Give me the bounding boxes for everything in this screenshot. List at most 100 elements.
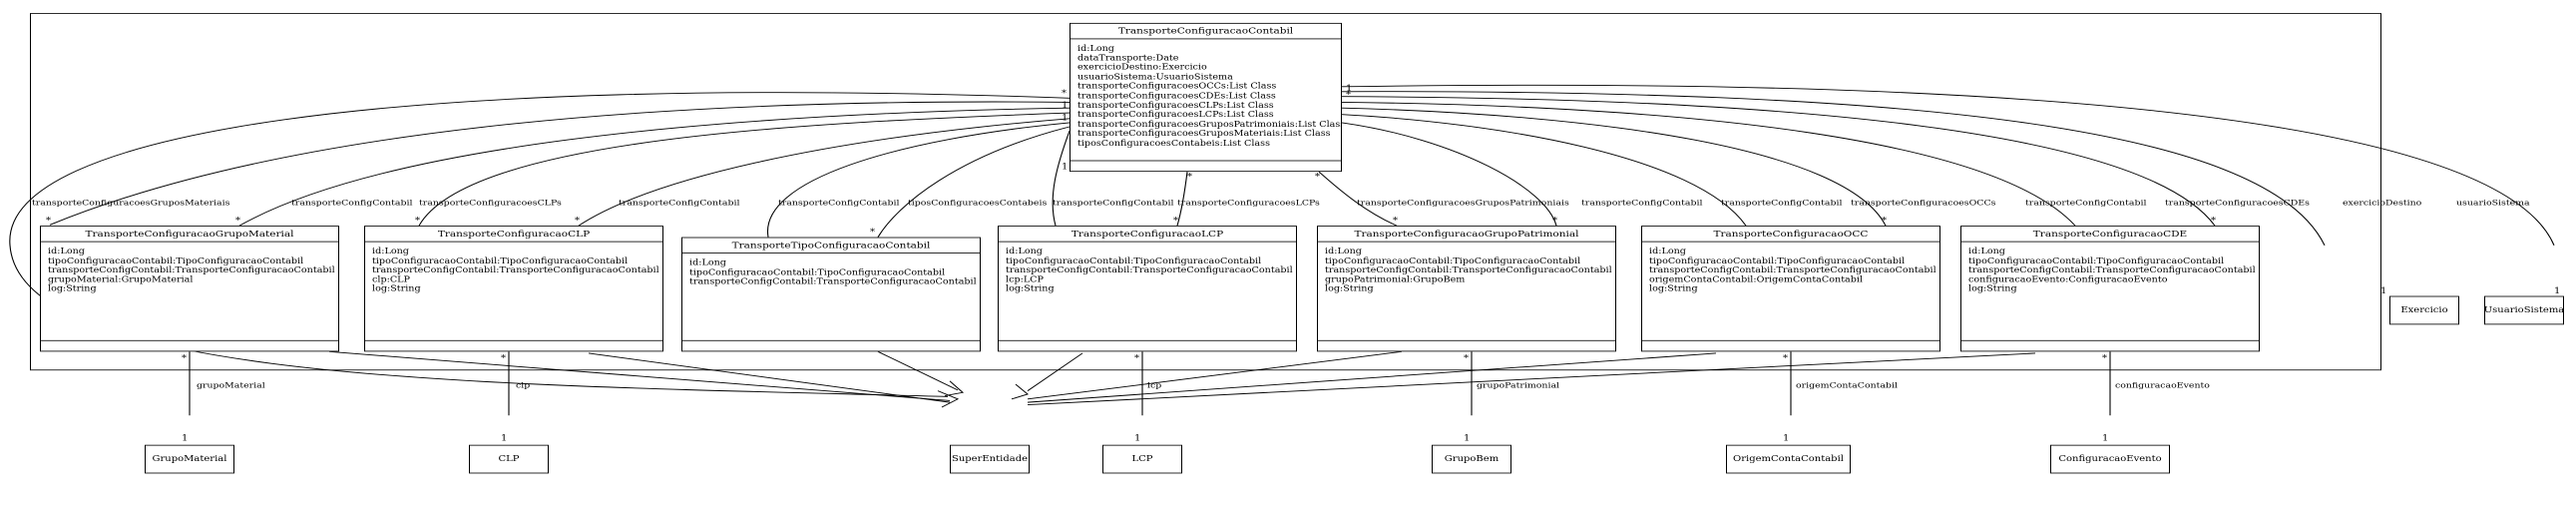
attr: tipoConfiguracaoContabil:TipoConfiguraca… [1649, 255, 1906, 265]
class-transporte-configuracao-grupo-material[interactable]: TransporteConfiguracaoGrupoMaterial id:L… [40, 226, 339, 352]
attr: log:String [1968, 284, 2017, 294]
class-grupo-material[interactable]: GrupoMaterial [145, 444, 234, 474]
edge-main-cde-b [1341, 96, 2216, 227]
multiplicity: * [1552, 217, 1557, 227]
class-clp[interactable]: CLP [469, 444, 549, 474]
class-transporte-configuracao-lcp[interactable]: TransporteConfiguracaoLCP id:Long tipoCo… [998, 226, 1297, 352]
role-label: transporteConfiguracoesCLPs [419, 199, 562, 209]
class-attributes: id:Long tipoConfiguracaoContabil:TipoCon… [1961, 243, 2259, 298]
multiplicity: * [1315, 172, 1320, 182]
attr: id:Long [1077, 44, 1114, 54]
attr: grupoPatrimonial:GrupoBem [1325, 274, 1466, 284]
attr: log:String [48, 284, 97, 294]
class-transporte-tipo-configuracao-contabil[interactable]: TransporteTipoConfiguracaoContabil id:Lo… [681, 237, 981, 352]
role-label: lcp [1147, 380, 1162, 390]
multiplicity: * [575, 217, 580, 227]
attr: transporteConfiguracoesCLPs:List Class [1077, 101, 1274, 111]
role-label: transporteConfigContabil [2025, 199, 2147, 209]
multiplicity: 1 [1134, 434, 1141, 444]
inherit-cde [1027, 352, 2036, 406]
class-transporte-configuracao-grupo-patrimonial[interactable]: TransporteConfiguracaoGrupoPatrimonial i… [1317, 226, 1616, 352]
role-label: grupoPatrimonial [1477, 380, 1560, 390]
multiplicity: * [2211, 217, 2216, 227]
inherit-gp [1027, 350, 1403, 400]
multiplicity: * [235, 217, 240, 227]
attr: clp:CLP [372, 274, 410, 284]
multiplicity: * [2102, 353, 2107, 363]
class-operations [41, 339, 338, 351]
multiplicity: 1 [1062, 163, 1069, 173]
multiplicity: * [182, 353, 187, 363]
attr: tipoConfiguracaoContabil:TipoConfiguraca… [48, 255, 304, 265]
multiplicity: * [46, 217, 51, 227]
multiplicity: * [1346, 90, 1351, 100]
multiplicity: * [501, 353, 506, 363]
class-transporte-configuracao-cde[interactable]: TransporteConfiguracaoCDE id:Long tipoCo… [1960, 226, 2260, 352]
edge-main-tipo [767, 122, 1071, 238]
class-super-entidade[interactable]: SuperEntidade [950, 444, 1030, 474]
class-title: TransporteConfiguracaoCLP [365, 227, 662, 243]
multiplicity: 1 [1346, 84, 1353, 94]
class-exercicio[interactable]: Exercicio [2389, 295, 2459, 325]
edge-main-exercicio [1341, 91, 2326, 246]
class-title: TransporteConfiguracaoLCP [999, 227, 1296, 243]
role-label: origemContaContabil [1796, 380, 1898, 390]
edge-main-cde-a [1341, 101, 2076, 227]
class-configuracao-evento[interactable]: ConfiguracaoEvento [2050, 444, 2170, 474]
class-title: TransporteConfiguracaoGrupoPatrimonial [1318, 227, 1615, 243]
class-transporte-configuracao-contabil[interactable]: TransporteConfiguracaoContabil id:Long d… [1070, 22, 1342, 173]
attr: id:Long [1968, 247, 2005, 256]
multiplicity: 1 [2554, 286, 2561, 296]
attr: tipoConfiguracaoContabil:TipoConfiguraca… [1325, 255, 1581, 265]
attr: id:Long [372, 247, 409, 256]
attr: transporteConfiguracoesLCPs:List Class [1077, 110, 1274, 120]
attr: id:Long [1325, 247, 1362, 256]
edge-main-grupomaterial [49, 101, 1071, 226]
attr: tiposConfiguracoesContabeis:List Class [1077, 139, 1270, 149]
class-operations [1961, 339, 2259, 351]
association-lines [9, 84, 2555, 416]
attr: transporteConfiguracoesGruposMateriais:L… [1077, 129, 1331, 139]
attr: log:String [1325, 284, 1374, 294]
role-label: transporteConfiguracoesLCPs [1177, 199, 1320, 209]
class-attributes: id:Long tipoConfiguracaoContabil:TipoCon… [682, 254, 980, 290]
multiplicity: 1 [2380, 286, 2387, 296]
arrowhead-1 [937, 390, 960, 408]
attr: exercicioDestino:Exercicio [1077, 63, 1207, 73]
role-label: transporteConfiguracoesGruposMateriais [32, 199, 230, 209]
attr: tipoConfiguracaoContabil:TipoConfiguraca… [689, 267, 946, 277]
edge-main-gp-b [1341, 122, 1557, 227]
multiplicity: * [1062, 89, 1067, 99]
edge-main-usuario [1341, 84, 2555, 246]
multiplicity: * [1393, 217, 1398, 227]
class-transporte-configuracao-clp[interactable]: TransporteConfiguracaoCLP id:Long tipoCo… [364, 226, 663, 352]
role-label: usuarioSistema [2456, 199, 2530, 209]
attr: tipoConfiguracaoContabil:TipoConfiguraca… [372, 255, 629, 265]
class-operations [999, 339, 1296, 351]
class-lcp[interactable]: LCP [1102, 444, 1182, 474]
class-origem-conta-contabil[interactable]: OrigemContaContabil [1726, 444, 1851, 474]
edge-main-occ-b [1341, 107, 1887, 227]
inherit-tipo [877, 350, 959, 391]
class-operations [1642, 339, 1939, 351]
class-title: TransporteConfiguracaoContabil [1071, 24, 1341, 40]
attr: configuracaoEvento:ConfiguracaoEvento [1968, 274, 2168, 284]
role-label: transporteConfiguracoesGruposPatrimoniai… [1357, 199, 1569, 209]
edge-main-lcp-b [1176, 172, 1188, 227]
attr: log:String [372, 284, 421, 294]
multiplicity: 1 [1062, 113, 1069, 123]
edge-main-grupomaterial-back [238, 107, 1071, 227]
class-usuario-sistema[interactable]: UsuarioSistema [2484, 295, 2564, 325]
attr: transporteConfigContabil:TransporteConfi… [1006, 265, 1293, 275]
attr: log:String [1006, 284, 1055, 294]
role-label: transporteConfigContabil [619, 199, 740, 209]
class-transporte-configuracao-occ[interactable]: TransporteConfiguracaoOCC id:Long tipoCo… [1641, 226, 1940, 352]
inherit-lcp [1027, 352, 1083, 391]
attr: transporteConfigContabil:TransporteConfi… [1968, 265, 2256, 275]
class-grupo-bem[interactable]: GrupoBem [1432, 444, 1511, 474]
attr: transporteConfiguracoesCDEs:List Class [1077, 91, 1276, 101]
class-attributes: id:Long tipoConfiguracaoContabil:TipoCon… [41, 243, 338, 298]
attr: transporteConfigContabil:TransporteConfi… [1649, 265, 1936, 275]
attr: tipoConfiguracaoContabil:TipoConfiguraca… [1968, 255, 2225, 265]
multiplicity: * [1187, 172, 1192, 182]
